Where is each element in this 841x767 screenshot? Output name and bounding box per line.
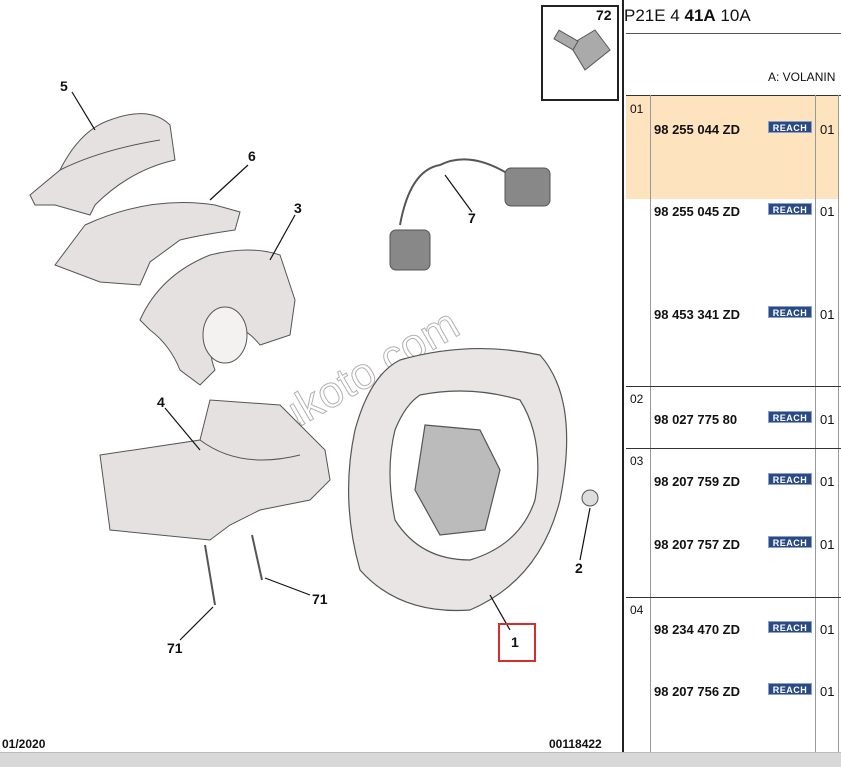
- header-divider: [626, 33, 841, 34]
- column-divider: [815, 95, 816, 752]
- reach-badge: REACH: [768, 306, 812, 318]
- column-divider: [838, 95, 839, 752]
- quantity: 01: [820, 537, 835, 552]
- group-number: 03: [630, 454, 644, 468]
- selected-row-highlight-qty: [816, 96, 838, 199]
- reach-badge: REACH: [768, 473, 812, 485]
- parts-panel: P21E 4 41A 10A A: VOLANIN 01 98 255 044 …: [622, 0, 841, 752]
- leader-lines: [71, 91, 591, 641]
- callout-71a: 71: [312, 591, 328, 607]
- callout-7: 7: [468, 210, 476, 226]
- group-number: 01: [630, 102, 644, 116]
- quantity: 01: [820, 474, 835, 489]
- quantity: 01: [820, 204, 835, 219]
- group-divider: [626, 597, 841, 598]
- quantity: 01: [820, 122, 835, 137]
- callout-1[interactable]: 1: [511, 634, 519, 650]
- header-bold: 41A: [684, 6, 716, 25]
- group-number: 04: [630, 603, 644, 617]
- header-suffix: 10A: [715, 6, 751, 25]
- part-number[interactable]: 98 027 775 80: [654, 412, 738, 427]
- part-number[interactable]: 98 207 759 ZD: [654, 474, 741, 489]
- reach-badge: REACH: [768, 536, 812, 548]
- selected-row-highlight: [626, 96, 815, 199]
- callout-4: 4: [157, 394, 165, 410]
- thumbnail-number: 72: [596, 7, 612, 23]
- part-number[interactable]: 98 453 341 ZD: [654, 307, 741, 322]
- reach-badge: REACH: [768, 411, 812, 423]
- part-number[interactable]: 98 207 756 ZD: [654, 684, 741, 699]
- reach-badge: REACH: [768, 621, 812, 633]
- exploded-diagram: duyukoto.com: [2, 5, 619, 751]
- diagram-date: 01/2020: [2, 737, 46, 751]
- part-number[interactable]: 98 234 470 ZD: [654, 622, 741, 637]
- panel-subtitle: A: VOLANIN: [768, 70, 836, 84]
- callout-3: 3: [294, 200, 302, 216]
- callout-5: 5: [60, 78, 68, 94]
- part-1-steering-wheel: [347, 347, 568, 612]
- part-5-shroud: [29, 113, 176, 216]
- reach-badge: REACH: [768, 121, 812, 133]
- part-4-lower-shroud: [99, 399, 331, 541]
- part-3-column-cover: [139, 249, 296, 386]
- reach-badge: REACH: [768, 683, 812, 695]
- quantity: 01: [820, 307, 835, 322]
- column-divider: [650, 95, 651, 752]
- group-divider: [626, 386, 841, 387]
- callout-71b: 71: [167, 640, 183, 656]
- table-top-border: [626, 95, 841, 96]
- diagram-drawing: duyukoto.com: [29, 5, 619, 662]
- horizontal-scrollbar[interactable]: [0, 752, 841, 767]
- bolt-icon: [553, 29, 611, 71]
- part-number[interactable]: 98 207 757 ZD: [654, 537, 741, 552]
- reach-badge: REACH: [768, 203, 812, 215]
- part-number[interactable]: 98 255 045 ZD: [654, 204, 741, 219]
- callout-2: 2: [575, 560, 583, 576]
- header-prefix: P21E 4: [624, 6, 685, 25]
- callout-6: 6: [248, 148, 256, 164]
- part-2-screw: [581, 489, 599, 507]
- quantity: 01: [820, 622, 835, 637]
- diagram-id: 00118422: [549, 737, 602, 751]
- quantity: 01: [820, 684, 835, 699]
- group-number: 02: [630, 392, 644, 406]
- highlight-box: [498, 623, 536, 662]
- part-71-screws: [204, 534, 263, 606]
- part-6-cover: [54, 202, 241, 286]
- panel-header: P21E 4 41A 10A: [624, 6, 751, 26]
- part-7-harness: [389, 158, 551, 271]
- group-divider: [626, 448, 841, 449]
- quantity: 01: [820, 412, 835, 427]
- part-number[interactable]: 98 255 044 ZD: [654, 122, 741, 137]
